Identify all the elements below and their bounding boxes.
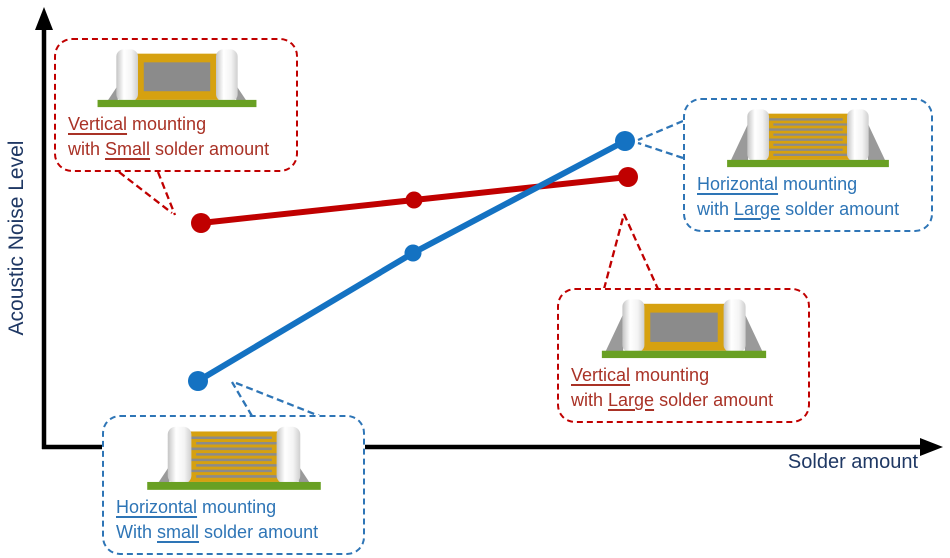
callout-caption: Horizontal mounting With small solder am…	[116, 495, 355, 545]
solder-fillet-left	[107, 85, 118, 101]
terminal-right	[216, 49, 238, 102]
tail-horizontal-large	[637, 119, 684, 160]
terminal-left	[167, 426, 191, 484]
callout-vertical-large: Vertical mounting with Large solder amou…	[557, 288, 810, 423]
solder-fillet-left	[730, 123, 749, 161]
capacitor-electrode-block	[649, 312, 718, 342]
electrode-layers	[181, 436, 286, 478]
pcb-board	[601, 350, 766, 359]
terminal-right	[847, 109, 869, 162]
capacitor-horizontal-large-illustration	[727, 109, 889, 168]
caption-line-1: Vertical mounting	[571, 365, 710, 385]
caption-line-1: Horizontal mounting	[697, 174, 858, 194]
callout-vertical-small: Vertical mounting with Small solder amou…	[54, 38, 298, 172]
capacitor-vertical-small-illustration	[97, 49, 257, 108]
pcb-board	[97, 99, 257, 108]
capacitor-electrode-block	[143, 62, 211, 92]
callout-tails	[118, 119, 684, 419]
tail-horizontal-small	[231, 381, 323, 419]
data-series-layer	[188, 131, 638, 391]
caption-line-2: with Large solder amount	[697, 199, 900, 219]
vertical-mounting-point-2	[618, 167, 638, 187]
solder-fillet-right	[236, 85, 247, 101]
horizontal-mounting-point-1	[404, 244, 422, 262]
y-axis-arrow-icon	[35, 7, 53, 30]
solder-fillet-right	[298, 466, 310, 483]
y-axis-label: Acoustic Noise Level	[5, 140, 28, 336]
tail-vertical-large	[602, 213, 660, 290]
caption-line-2: with Small solder amount	[68, 139, 270, 159]
terminal-left	[747, 109, 769, 162]
vertical-mounting-point-1	[405, 191, 423, 209]
callout-caption: Vertical mounting with Small solder amou…	[68, 112, 288, 162]
caption-line-1: Vertical mounting	[68, 114, 207, 134]
horizontal-mounting-point-0	[188, 371, 208, 391]
solder-fillet-right	[867, 123, 886, 161]
vertical-mounting-point-0	[191, 213, 211, 233]
x-axis-label: Solder amount	[787, 451, 918, 473]
caption-line-2: With small solder amount	[116, 522, 319, 542]
solder-fillet-left	[605, 314, 623, 352]
callout-caption: Vertical mounting with Large solder amou…	[571, 363, 800, 413]
terminal-left	[116, 49, 138, 102]
terminal-right	[723, 299, 746, 353]
solder-fillet-left	[157, 466, 169, 483]
caption-line-2: with Large solder amount	[571, 390, 774, 410]
electrode-layers	[760, 118, 856, 156]
callout-horizontal-small: Horizontal mounting With small solder am…	[102, 415, 365, 555]
horizontal-mounting-point-2	[615, 131, 635, 151]
terminal-left	[621, 299, 644, 353]
x-axis-arrow-icon	[920, 438, 943, 456]
solder-fillet-right	[744, 314, 762, 352]
capacitor-vertical-large-illustration	[601, 299, 766, 359]
callout-horizontal-large: Horizontal mounting with Large solder am…	[683, 98, 933, 232]
pcb-board	[146, 481, 321, 490]
capacitor-body	[758, 113, 858, 160]
capacitor-body	[179, 431, 288, 482]
callout-caption: Horizontal mounting with Large solder am…	[697, 172, 923, 222]
capacitor-horizontal-small-illustration	[146, 426, 321, 490]
tail-vertical-small	[118, 171, 177, 216]
caption-line-1: Horizontal mounting	[116, 497, 277, 517]
pcb-board	[727, 159, 889, 168]
terminal-right	[276, 426, 300, 484]
